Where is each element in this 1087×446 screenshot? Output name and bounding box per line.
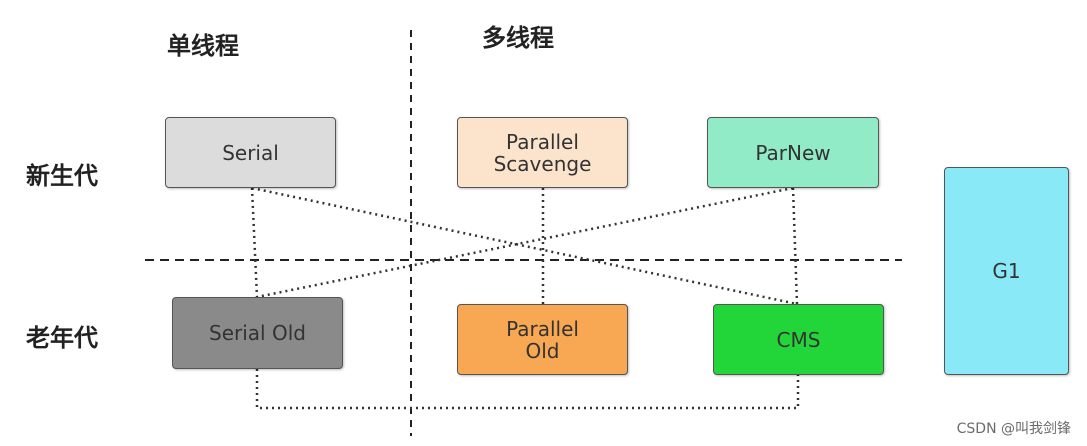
collector-serial: Serial	[165, 117, 336, 188]
link-serial-cms	[251, 186, 798, 306]
link-parnew-cms	[791, 187, 799, 305]
collector-parnew-label: ParNew	[755, 140, 831, 165]
collector-parallel-scavenge-label-2: Scavenge	[493, 151, 592, 176]
link-parnew-serialold	[256, 186, 794, 299]
collector-parallel-old-label-1: Parallel	[506, 316, 579, 341]
collector-parallel-old-label-2: Old	[525, 338, 560, 363]
csdn-watermark: CSDN @叫我剑锋	[956, 421, 1071, 437]
link-serial-serialold	[250, 187, 259, 298]
collector-parnew: ParNew	[707, 117, 879, 188]
header-single-thread: 单线程	[167, 32, 239, 60]
collector-serial-old-label: Serial Old	[209, 321, 306, 345]
collector-parallel-scavenge-label-1: Parallel	[506, 129, 579, 154]
collector-serial-old: Serial Old	[172, 297, 343, 369]
collector-parallel-scavenge: Parallel Scavenge	[457, 117, 628, 188]
header-multi-thread: 多线程	[482, 24, 554, 52]
collector-cms-label: CMS	[776, 327, 821, 352]
row-label-young-generation: 新生代	[26, 162, 98, 190]
collector-g1-label: G1	[992, 259, 1021, 283]
collector-serial-label: Serial	[222, 140, 279, 165]
collector-parallel-old: Parallel Old	[457, 304, 628, 375]
collector-cms: CMS	[713, 304, 884, 375]
row-label-old-generation: 老年代	[26, 324, 98, 352]
collector-g1: G1	[944, 167, 1069, 375]
link-serialold-cms	[255, 369, 800, 410]
